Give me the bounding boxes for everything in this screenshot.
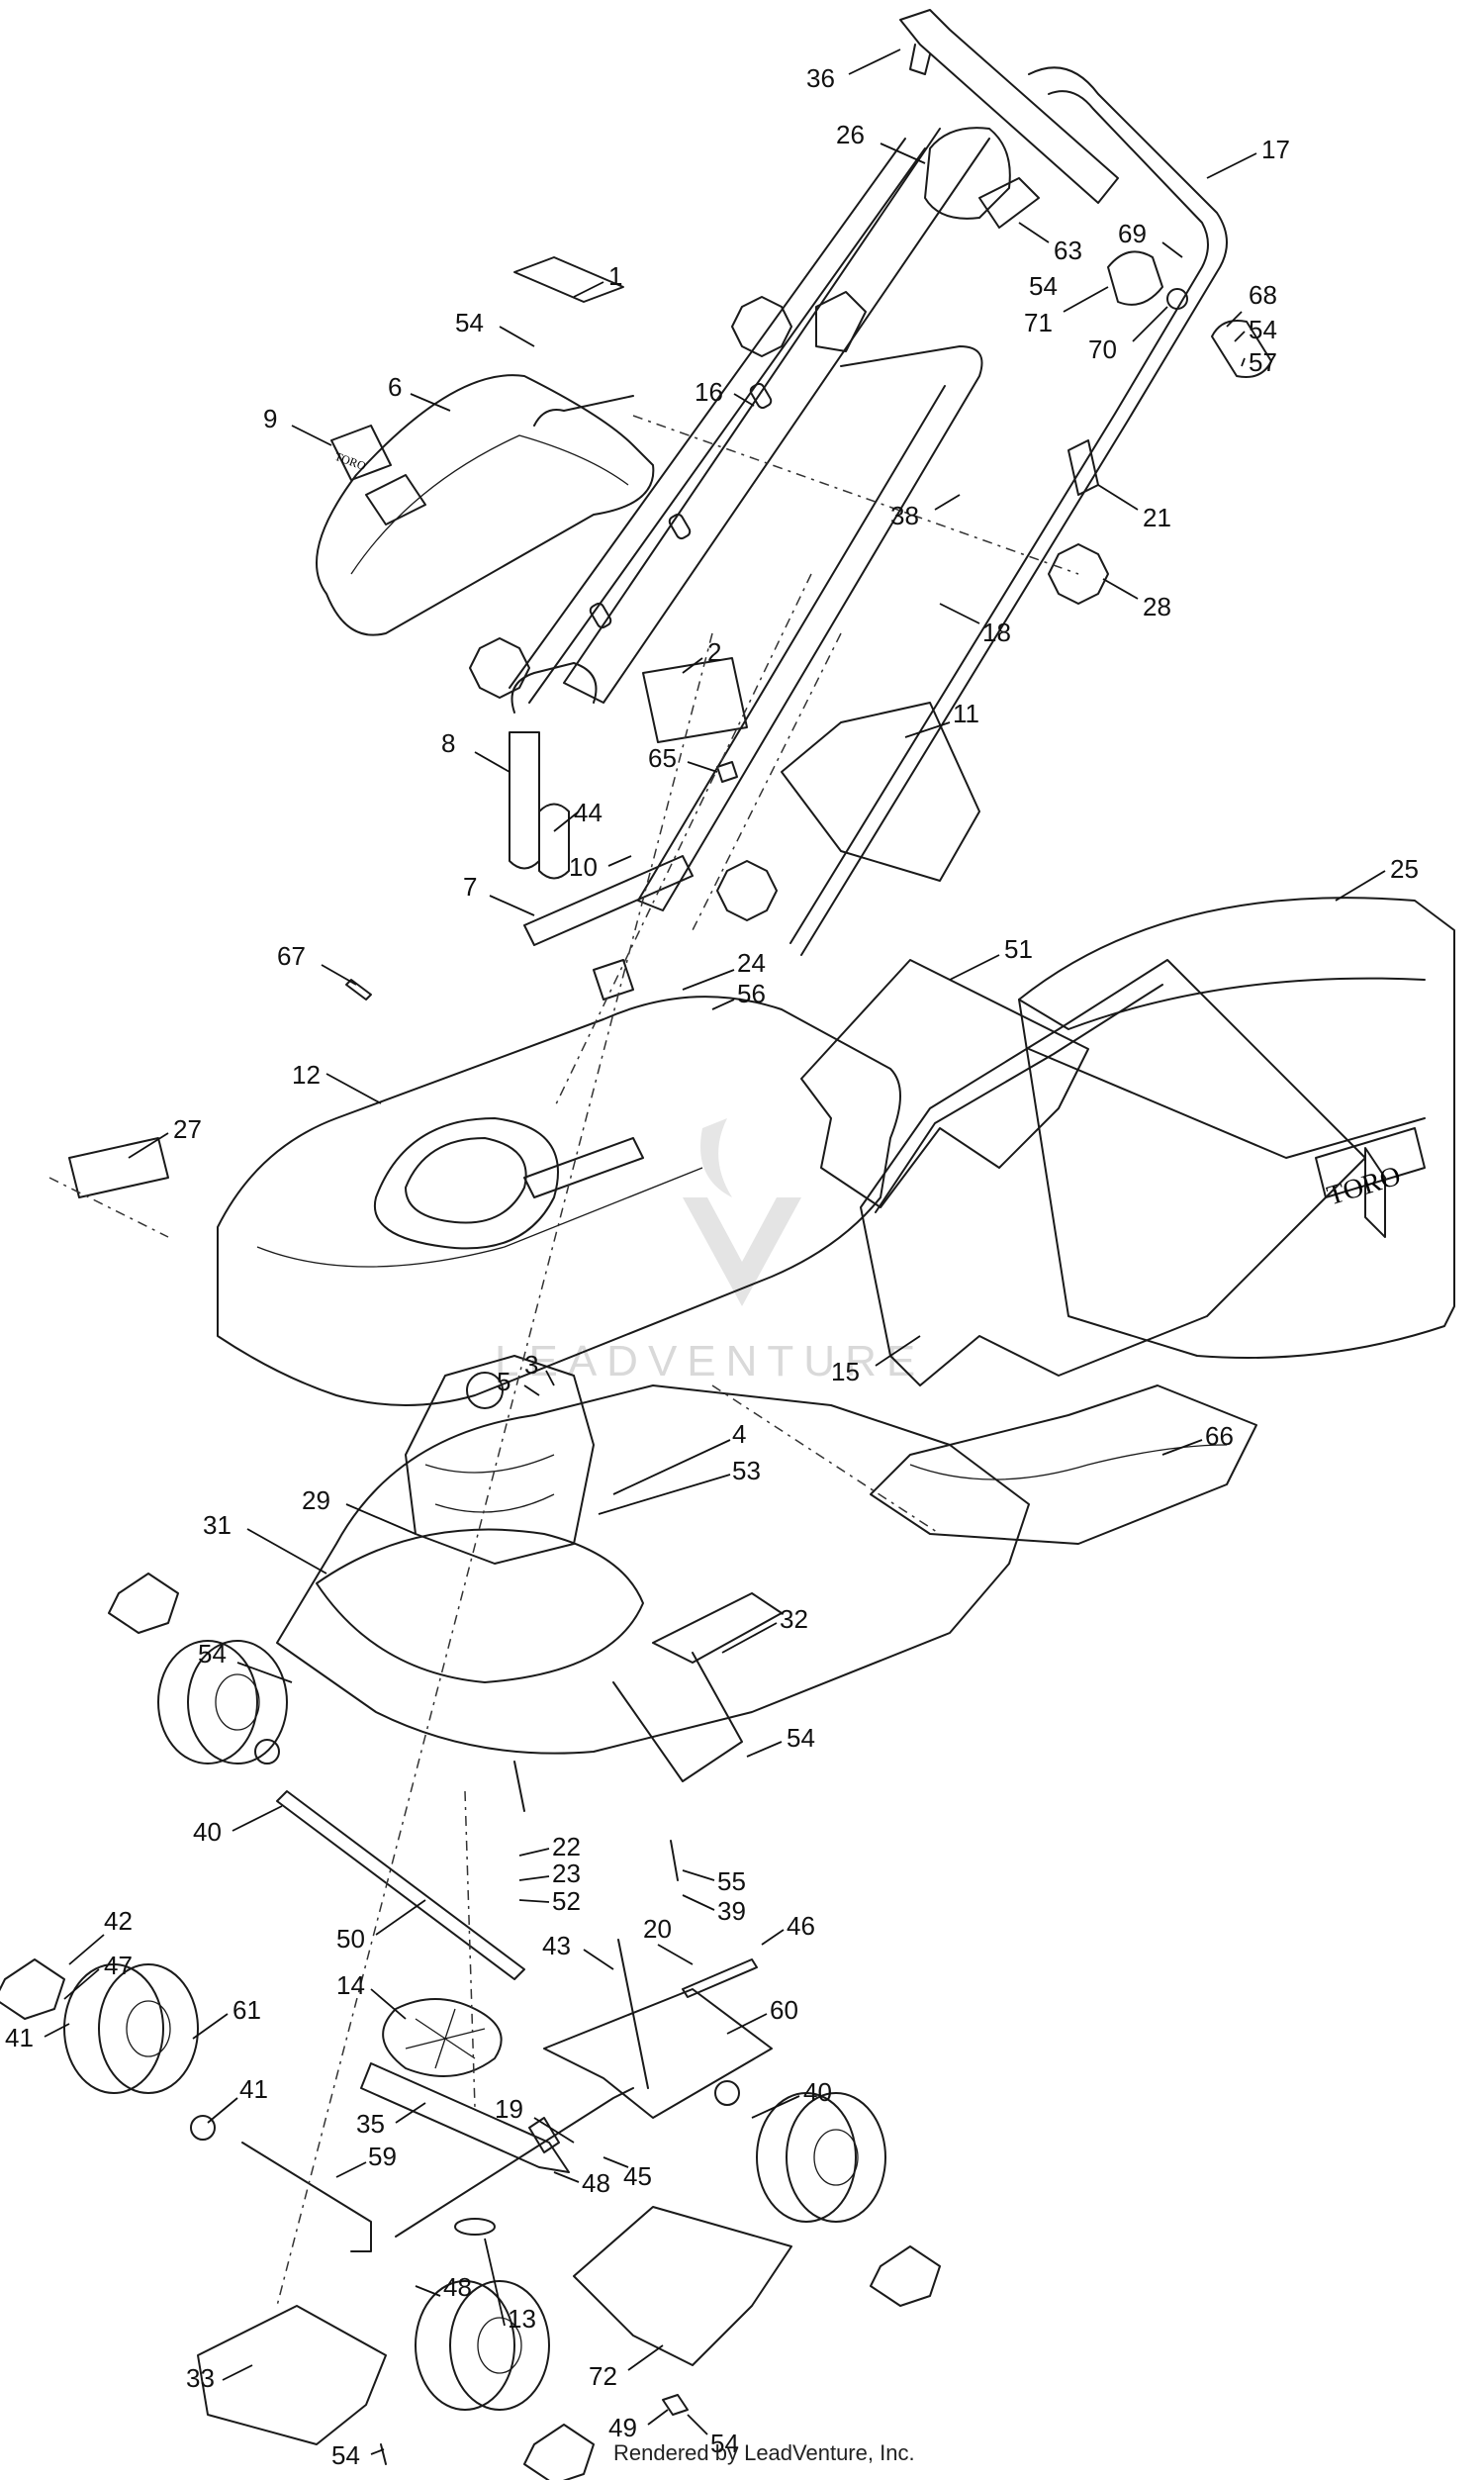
callout-label: 19: [495, 2094, 523, 2124]
callout-label: 48: [443, 2272, 472, 2302]
callout-label: 59: [368, 2142, 397, 2171]
callout-label: 53: [732, 1456, 761, 1485]
callout-label: 39: [717, 1896, 746, 1926]
callout-label: 54: [198, 1639, 227, 1669]
callout-label: 54: [1029, 271, 1058, 301]
callout-label: 18: [982, 618, 1011, 647]
callout-label: 50: [336, 1924, 365, 1954]
callout-label: 54: [710, 2429, 739, 2458]
callout-label: 4: [732, 1419, 746, 1449]
callout-label: 44: [574, 798, 603, 827]
callout-label: 40: [193, 1817, 222, 1847]
callout-label: 72: [589, 2361, 617, 2391]
callout-label: 10: [569, 852, 598, 882]
callout-label: 54: [455, 308, 484, 337]
callout-label: 26: [836, 120, 865, 149]
callout-label: 65: [648, 743, 677, 773]
callout-label: 68: [1249, 280, 1277, 310]
callout-label: 5: [497, 1367, 510, 1396]
callout-label: 27: [173, 1114, 202, 1144]
top-cover: TORO: [316, 256, 655, 636]
callout-label: 54: [787, 1723, 815, 1753]
callout-label: 47: [104, 1951, 133, 1980]
callout-label: 51: [1004, 934, 1033, 964]
callout-label: 35: [356, 2109, 385, 2139]
wheel-bottom: [415, 2280, 550, 2411]
callout-label: 54: [331, 2440, 360, 2470]
callout-label: 42: [104, 1906, 133, 1936]
callout-label: 55: [717, 1866, 746, 1896]
callout-label: 24: [737, 948, 766, 978]
callout-label: 1: [608, 261, 622, 291]
callout-label: 66: [1205, 1421, 1234, 1451]
callout-label: 49: [608, 2413, 637, 2442]
callout-label: 23: [552, 1859, 581, 1888]
callout-label: 7: [463, 872, 477, 902]
wheel-front-right: [756, 2092, 886, 2223]
callout-label: 12: [292, 1060, 321, 1090]
callout-label: 54: [1249, 315, 1277, 344]
callout-label: 13: [508, 2304, 536, 2334]
callout-label: 2: [707, 637, 721, 667]
callout-label: 38: [890, 501, 919, 530]
wheel-rear-left: [157, 1640, 288, 1765]
grass-bag: TORO: [800, 897, 1455, 1545]
deck-and-motor: [108, 1355, 1030, 1782]
callout-label: 32: [780, 1604, 808, 1634]
callout-label: 48: [582, 2168, 610, 2198]
callout-label: 14: [336, 1970, 365, 2000]
credit-text: Rendered by LeadVenture, Inc.: [613, 2440, 915, 2465]
callout-label: 71: [1024, 308, 1053, 337]
callout-label: 21: [1143, 503, 1171, 532]
callout-label: 67: [277, 941, 306, 971]
decal-logo: TORO: [332, 449, 368, 473]
callout-label: 22: [552, 1832, 581, 1861]
mower-housing: [68, 959, 901, 1406]
wheels: [0, 1640, 941, 2480]
callout-label: 56: [737, 979, 766, 1008]
callout-label: 41: [239, 2074, 268, 2104]
callout-label: 40: [803, 2077, 832, 2107]
center-lines: [48, 415, 1079, 2307]
handle-assembly: [469, 9, 1272, 956]
callout-label: 63: [1054, 236, 1082, 265]
callout-label: 60: [770, 1995, 798, 2025]
callouts: 36 26 17 63 69 54 71 70 68 54 57 1 54 6 …: [5, 48, 1419, 2470]
callout-label: 46: [787, 1911, 815, 1941]
callout-label: 16: [695, 377, 723, 407]
callout-label: 69: [1118, 219, 1147, 248]
callout-label: 6: [388, 372, 402, 402]
callout-label: 61: [232, 1995, 261, 2025]
callout-label: 41: [5, 2023, 34, 2052]
callout-label: 8: [441, 728, 455, 758]
callout-label: 36: [806, 63, 835, 93]
watermark-text: LEADVENTURE: [495, 1337, 925, 1385]
callout-label: 29: [302, 1485, 330, 1515]
callout-label: 25: [1390, 854, 1419, 884]
callout-label: 43: [542, 1931, 571, 1960]
callout-label: 11: [953, 699, 979, 728]
callout-label: 52: [552, 1886, 581, 1916]
callout-label: 3: [524, 1350, 538, 1380]
wheel-front-left: [63, 1963, 199, 2094]
callout-label: 15: [831, 1357, 860, 1386]
callout-label: 33: [186, 2363, 215, 2393]
callout-label: 31: [203, 1510, 232, 1540]
callout-label: 20: [643, 1914, 672, 1944]
callout-label: 45: [623, 2161, 652, 2191]
callout-label: 17: [1261, 135, 1290, 164]
callout-label: 28: [1143, 592, 1171, 621]
callout-label: 57: [1249, 347, 1277, 377]
watermark: LEADVENTURE: [495, 1118, 925, 1385]
lower-parts: [197, 1761, 792, 2465]
callout-label: 9: [263, 404, 277, 433]
callout-label: 70: [1088, 334, 1117, 364]
